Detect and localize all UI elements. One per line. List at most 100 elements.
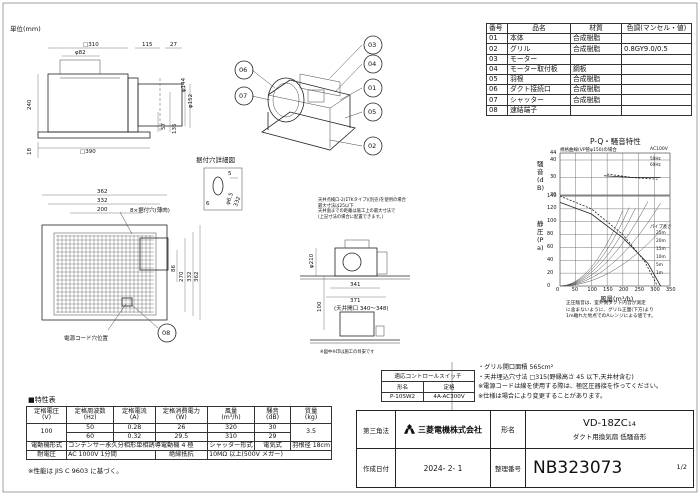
- control-model: P-10SW2: [380, 392, 425, 402]
- callout-05: 05: [368, 108, 377, 116]
- title-block: 第三角法 三菱電機株式会社 形名 VD-18ZC14 ダクト用換気扇 低騒音形 …: [356, 410, 694, 488]
- pipe-length-label: 1m: [656, 271, 663, 276]
- callout-02: 02: [368, 142, 377, 150]
- part-material: 鋼板: [570, 63, 622, 75]
- note-ceiling-hole: ・天井埋込穴寸法 □315(野縁高さ 45 以下,天井材含む): [478, 373, 634, 381]
- hole-detail: [203, 167, 243, 211]
- date-label: 作成日付: [356, 448, 396, 488]
- x-tick-label: 100: [587, 287, 597, 293]
- noise-tick-label: 44: [550, 149, 557, 156]
- spec-table: 定格電圧 (V) 定格周波数 (Hz) 定格電流 (A) 定格消費電力 (W) …: [25, 406, 332, 460]
- pipe-length-label: 15m: [656, 247, 666, 252]
- part-no: 07: [486, 94, 508, 106]
- control-rating: 4A-AC300V: [423, 392, 475, 402]
- spec-footnote: ※性能は JIS C 9603 に基づく。: [28, 467, 123, 475]
- part-color: [621, 84, 692, 96]
- part-no: 03: [486, 53, 508, 65]
- part-name: モーター: [507, 53, 571, 65]
- part-name: 本体: [507, 33, 571, 45]
- dim-100: 100: [317, 301, 323, 313]
- static-tick-label: 40: [547, 256, 554, 263]
- part-color: [621, 94, 692, 106]
- chart-note-3: 1m離れた地点でのAレンジによる値です。: [566, 314, 656, 319]
- part-color: 0.8GY9.0/0.5: [621, 43, 692, 55]
- noise-series-line: [607, 173, 658, 180]
- pipe-resistance-curve: [559, 202, 661, 287]
- callout-04: 04: [368, 60, 377, 68]
- chart-notes: 正圧騒音は、室外側ダクト内音が測定 に含まないように、グリル正面(下方)より 1…: [566, 301, 656, 321]
- general-notes: ・グリル開口面積 565cm² ・天井埋込穴寸法 □315(野縁高さ 45 以下…: [478, 363, 662, 401]
- dim-332-v: 332: [187, 271, 193, 283]
- static-tick-label: 60: [547, 243, 554, 250]
- withstand-label: 耐電圧: [25, 450, 68, 460]
- spec-header-voltage: 定格電圧 (V): [25, 406, 68, 424]
- spec-airflow: 310: [207, 432, 255, 442]
- callout-01: 01: [368, 84, 377, 92]
- spec-noise: 29: [253, 432, 292, 442]
- blade-value: 18cm: [312, 441, 330, 449]
- part-no: 01: [486, 33, 508, 45]
- chart-frame: [559, 152, 671, 287]
- control-header-model: 形名: [380, 381, 425, 393]
- part-name: 速結端子: [507, 104, 571, 116]
- table-row: 電動機形式 コンデンサー永久分相形単相誘導電動機 4 極 シャッター形式 電気式…: [25, 441, 332, 451]
- callout-03: 03: [368, 41, 377, 49]
- x-tick-label: 200: [618, 287, 629, 293]
- dim-371: 371: [350, 298, 361, 304]
- part-no: 04: [486, 63, 508, 75]
- static-tick-label: 20: [547, 269, 554, 276]
- callout-06: 06: [239, 66, 248, 74]
- callout-08: 08: [162, 329, 171, 337]
- static-tick-label: 80: [547, 231, 554, 238]
- part-color: [621, 104, 692, 116]
- part-no: 02: [486, 43, 508, 55]
- part-no: 05: [486, 73, 508, 86]
- chart-subtitle: 規格曲線(VP管φ150)の場合: [560, 148, 617, 153]
- part-color: [621, 73, 692, 86]
- angle-label: 第三角法: [356, 410, 396, 449]
- spec-power: 29.5: [154, 432, 209, 442]
- dim-362: 362: [97, 189, 108, 195]
- x-tick-label: 350: [666, 287, 676, 293]
- table-row: 耐電圧 AC 1000V 1分間 絶縁抵抗 10MΩ 以上(500V メガー): [25, 450, 332, 460]
- side-elevation-view: [37, 47, 191, 158]
- parts-header-no: 番号: [486, 22, 508, 35]
- part-name: グリル: [507, 43, 571, 55]
- dim-341: 341: [350, 282, 361, 288]
- dim-phi82: φ82: [75, 50, 86, 56]
- dim-27: 27: [170, 42, 177, 48]
- note-spec-change: ※仕様は場合により変更することがあります。: [478, 392, 607, 400]
- spec-noise: 30: [253, 423, 292, 433]
- x-tick-label: 300: [650, 287, 660, 293]
- drawing-no-label: 整理番号: [490, 448, 526, 488]
- table-row: 100 50 0.28 26 320 30 3.5: [25, 423, 332, 442]
- dim-phi210: φ210: [309, 253, 315, 268]
- spec-power: 26: [154, 423, 209, 433]
- spec-header-frequency: 定格周波数 (Hz): [66, 406, 115, 424]
- pipe-length-title: パイプ長さ: [650, 225, 672, 230]
- part-material: [570, 53, 622, 65]
- pipe-length-label: 5m: [656, 263, 663, 268]
- parts-header-color: 色調(マンセル・値): [621, 22, 692, 35]
- spec-mass: 3.5: [290, 423, 332, 442]
- pipe-length-label: 25m: [656, 231, 666, 236]
- dim-200: 200: [97, 207, 108, 213]
- part-name: 羽根: [507, 73, 571, 86]
- company-name: 三菱電機株式会社: [418, 425, 482, 434]
- part-name: ダクト接続口: [507, 84, 571, 96]
- date-value: 2024- 2- 1: [395, 448, 491, 488]
- spec-freq: 60: [66, 432, 115, 442]
- page-number: 1/2: [676, 463, 687, 471]
- pipe-resistance-curve: [559, 208, 636, 287]
- insulation-value: 10MΩ 以上(500V メガー): [207, 450, 332, 460]
- dim-332: 332: [97, 198, 108, 204]
